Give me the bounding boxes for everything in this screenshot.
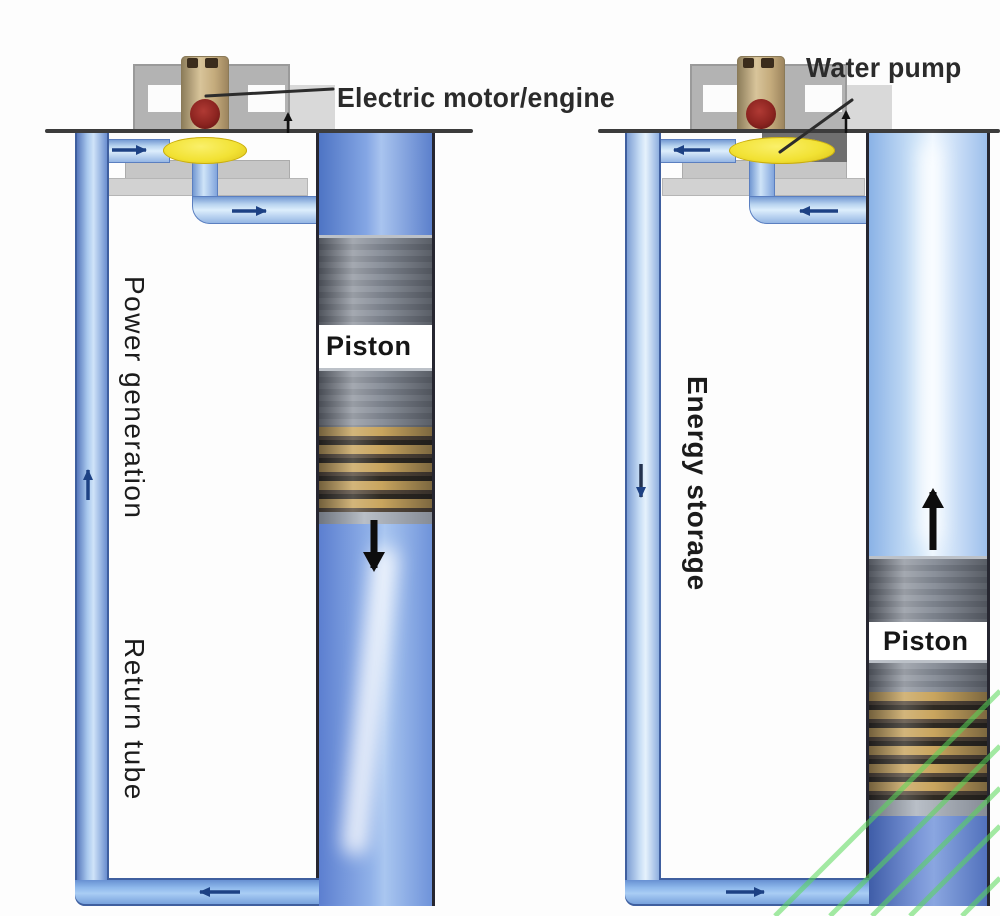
shaft-wall	[866, 133, 869, 878]
motor-rotor	[746, 99, 776, 129]
energy-storage-label: Energy storage	[682, 376, 713, 592]
piston-seal-rings	[869, 692, 987, 800]
shaft-wall	[316, 133, 319, 878]
water-highlight	[919, 143, 941, 543]
main-shaft: Piston	[866, 133, 990, 906]
water-highlight	[340, 545, 400, 857]
motor-terminal	[205, 58, 218, 68]
feed-pipe	[749, 196, 868, 224]
main-shaft: Piston	[316, 133, 435, 906]
piston-upper-section	[319, 235, 432, 328]
return-tube-label: Return tube	[119, 638, 150, 801]
surface-equipment-box	[847, 85, 892, 132]
power-generation-label: Power generation	[119, 276, 150, 520]
piston-bottom-lip	[319, 512, 432, 524]
return-tube	[75, 133, 109, 880]
shaft-water-above-piston	[869, 133, 987, 556]
piston-label-box: Piston	[317, 325, 434, 368]
shaft-water-below-piston	[869, 816, 987, 906]
feed-pipe	[192, 196, 318, 224]
water-pump-body	[729, 137, 835, 164]
piston-label: Piston	[326, 331, 412, 361]
shaft-water-below-piston	[319, 524, 432, 906]
piston-label: Piston	[883, 625, 969, 656]
turbine-pump	[163, 137, 247, 164]
piston-body	[869, 660, 987, 695]
piston-upper-section	[869, 556, 987, 625]
surface-equipment-box	[290, 85, 335, 132]
shaft-water-above-piston	[319, 133, 432, 235]
piston-seal-rings	[319, 427, 432, 512]
ground-line	[45, 129, 473, 133]
shaft-wall	[987, 133, 990, 906]
piston-body	[319, 368, 432, 430]
motor-terminal	[187, 58, 198, 68]
piston-bottom-lip	[869, 800, 987, 816]
electric-motor-label: Electric motor/engine	[337, 82, 615, 113]
water-pump-label: Water pump	[806, 52, 962, 83]
return-tube	[625, 133, 661, 880]
piston-label-box: Piston	[867, 622, 989, 660]
shaft-wall	[432, 133, 435, 906]
motor-rotor	[190, 99, 220, 129]
motor-terminal	[761, 58, 774, 68]
motor-frame-window	[248, 85, 285, 112]
motor-frame-window	[805, 85, 842, 112]
motor-terminal	[743, 58, 754, 68]
